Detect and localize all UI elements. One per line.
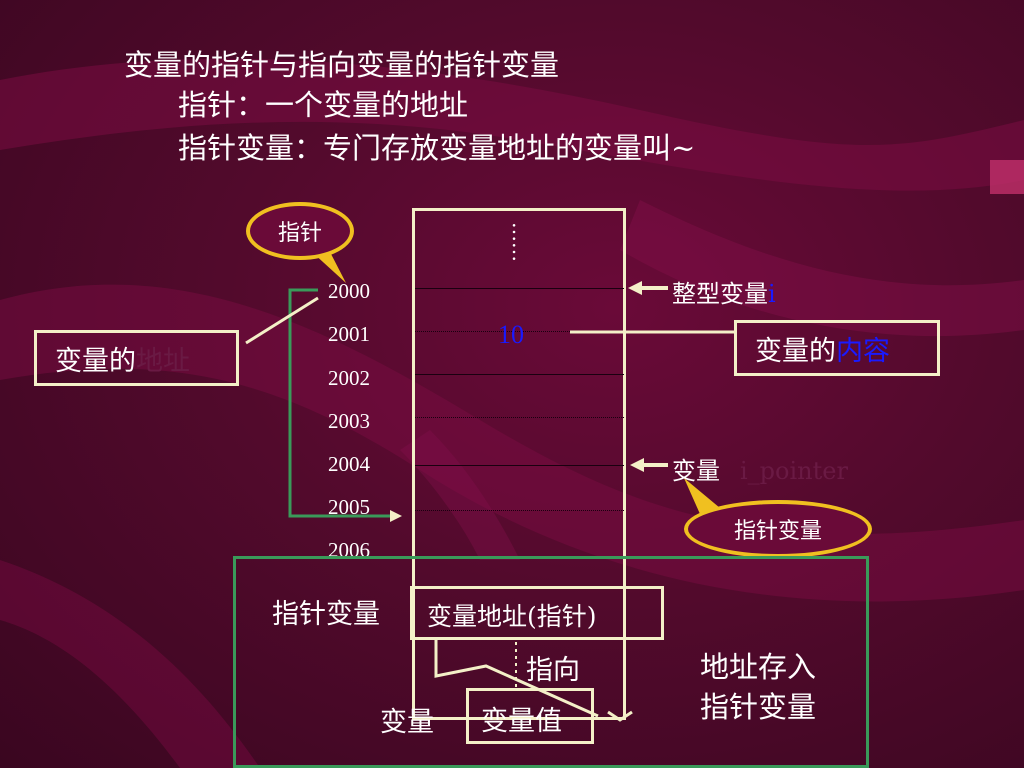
variable-address-faint: 地址 xyxy=(136,346,190,377)
memory-column xyxy=(412,208,626,720)
diagram-points-to: 指向 xyxy=(526,655,580,686)
address-label: 2004 xyxy=(328,452,370,476)
pointer-diagram-box xyxy=(233,556,869,768)
title-line-1: 变量的指针与指向变量的指针变量 xyxy=(124,48,560,82)
int-variable-name: i xyxy=(768,280,776,308)
address-label: 2001 xyxy=(328,322,370,346)
diagram-var-value-box: 变量值 xyxy=(466,688,594,744)
int-variable-prefix: 整型变量 xyxy=(672,280,768,308)
pointer-var-bubble: 指针变量 xyxy=(684,500,872,558)
memory-divider xyxy=(415,331,624,332)
memory-divider xyxy=(415,510,624,511)
address-label: 2000 xyxy=(328,279,370,303)
int-variable-label: 整型变量i xyxy=(672,274,776,309)
pointer-variable-faint: i_pointer xyxy=(740,457,848,485)
address-label: 2003 xyxy=(328,409,370,433)
pointer-variable-prefix: 变量 xyxy=(672,457,720,485)
diagram-pointer-box: 变量地址(指针) xyxy=(410,586,664,640)
pointer-var-bubble-label: 指针变量 xyxy=(733,519,822,544)
memory-divider xyxy=(415,465,624,466)
pointer-bubble-label: 指针 xyxy=(277,221,322,246)
variable-content-box: 变量的内容 xyxy=(734,320,940,376)
diagram-store-line1: 地址存入 xyxy=(700,650,817,684)
diagram-var-label: 变量 xyxy=(380,707,434,738)
address-label: 2002 xyxy=(328,366,370,390)
diagram-pointer-var-label: 指针变量 xyxy=(272,599,380,630)
memory-divider xyxy=(415,374,624,375)
pointer-bubble: 指针 xyxy=(246,202,354,260)
variable-content-prefix: 变量的 xyxy=(755,336,836,367)
title-line-2: 指针：一个变量的地址 xyxy=(178,88,469,122)
memory-value: 10 xyxy=(498,320,524,349)
memory-ellipsis: …… xyxy=(508,222,532,262)
variable-address-prefix: 变量的 xyxy=(55,346,136,377)
title-line-3: 指针变量：专门存放变量地址的变量叫~ xyxy=(178,131,696,165)
address-label: 2005 xyxy=(328,495,370,519)
variable-address-box: 变量的地址 xyxy=(34,330,239,386)
variable-content-highlight: 内容 xyxy=(836,336,890,367)
memory-divider xyxy=(415,288,624,289)
pointer-variable-label: 变量 i_pointer xyxy=(672,451,848,486)
diagram-store-line2: 指针变量 xyxy=(700,690,817,724)
memory-divider xyxy=(415,417,624,418)
